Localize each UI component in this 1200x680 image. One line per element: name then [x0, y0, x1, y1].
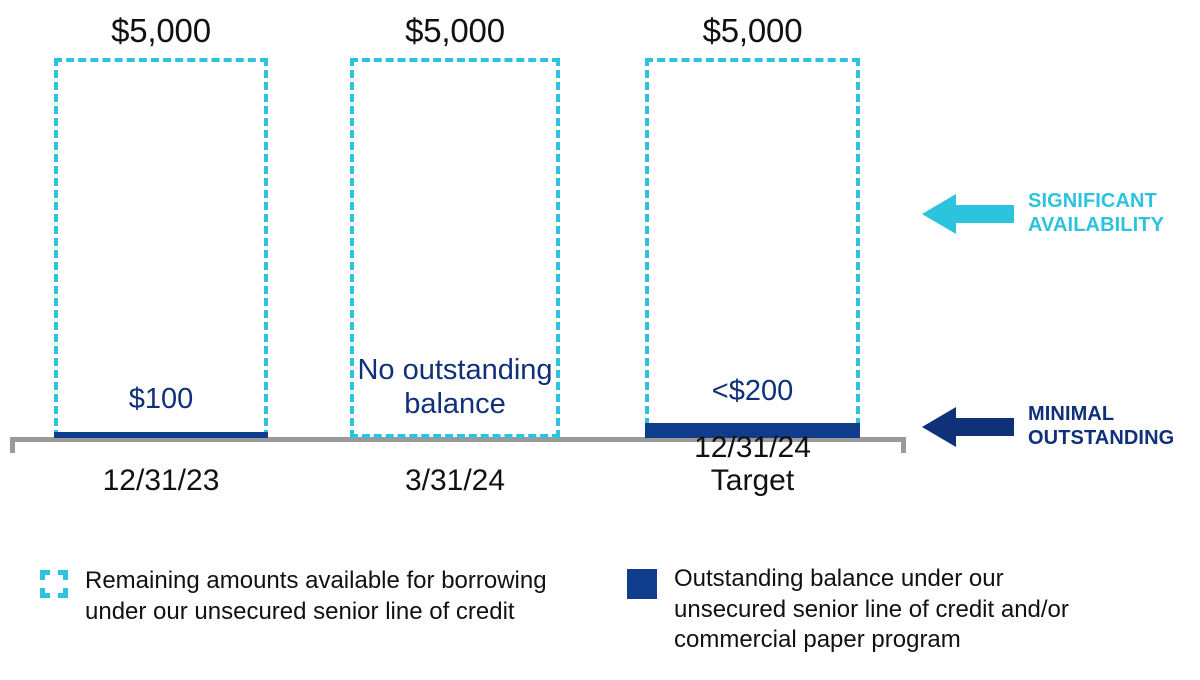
legend-label-outstanding: Outstanding balance under our unsecured …	[674, 565, 1069, 654]
axis-tick-left	[10, 437, 15, 453]
left-arrow-icon	[922, 193, 1014, 234]
category-label-2: 3/31/24	[404, 464, 506, 498]
legend-item-outstanding: Outstanding balance under our unsecured …	[627, 564, 1167, 656]
bar-group-3: $5,000 <$200 12/31/24 Target	[645, 12, 860, 497]
callout-minimal-outstanding-label: MINIMAL OUTSTANDING	[1028, 403, 1175, 449]
legend-item-available: Remaining amounts available for borrowin…	[40, 566, 610, 627]
bar-available-2[interactable]	[350, 58, 560, 438]
bar-inner-label-3: <$200	[711, 374, 794, 407]
legend-label-available: Remaining amounts available for borrowin…	[85, 567, 547, 625]
callout-significant-availability-label: SIGNIFICANT AVAILABILITY	[1028, 190, 1165, 236]
left-arrow-icon	[922, 406, 1014, 447]
bar-outstanding-1[interactable]	[54, 432, 268, 438]
legend-swatch-dashed-icon	[40, 570, 68, 598]
bar-inner-label-2: No outstanding balance	[357, 353, 553, 420]
bar-cap-label-2: $5,000	[405, 12, 505, 49]
axis-tick-right	[901, 437, 906, 453]
bar-group-1: $5,000 $100 12/31/23	[54, 12, 268, 497]
legend-swatch-solid-icon	[627, 569, 657, 599]
bar-inner-label-1: $100	[128, 382, 194, 415]
category-label-1: 12/31/23	[102, 464, 220, 498]
bar-group-2: $5,000 No outstanding balance 3/31/24	[350, 12, 560, 497]
axis-baseline	[10, 437, 906, 442]
bar-cap-label-1: $5,000	[111, 12, 211, 49]
plot-area: $5,000 $100 12/31/23 $5,000 No outstandi…	[10, 12, 1174, 497]
callout-significant-availability: SIGNIFICANT AVAILABILITY	[922, 190, 1164, 237]
bar-cap-label-3: $5,000	[702, 12, 803, 49]
callout-minimal-outstanding: MINIMAL OUTSTANDING	[922, 403, 1174, 450]
category-label-3: 12/31/24 Target	[694, 430, 811, 498]
bar-outstanding-3[interactable]	[645, 423, 860, 438]
